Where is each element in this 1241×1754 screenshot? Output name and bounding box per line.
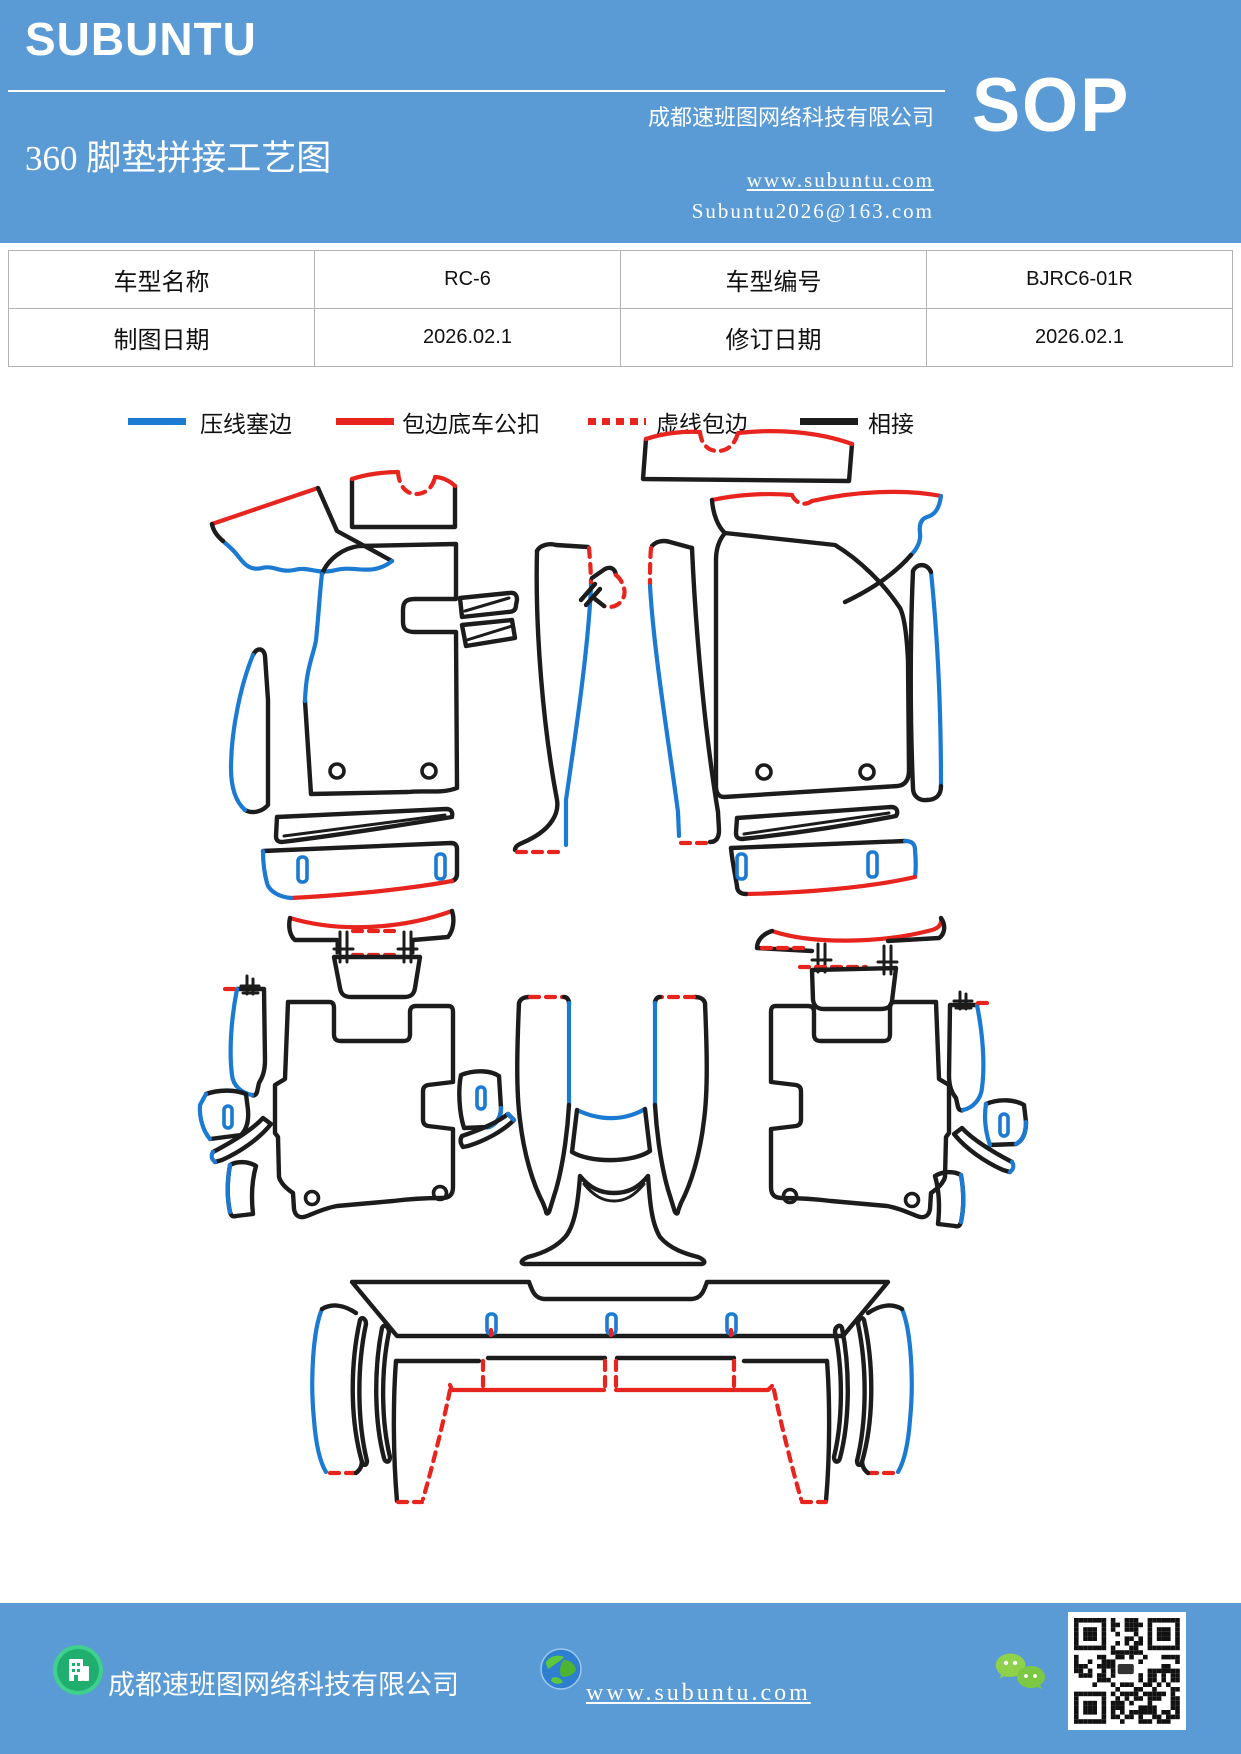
legend-label-male-buckle: 包边底车公扣: [402, 412, 540, 437]
draw-date-value: 2026.02.1: [423, 326, 512, 348]
seat-rail-right: [754, 915, 947, 1012]
footer-website-link[interactable]: www.subuntu.com: [586, 1680, 811, 1706]
model-name-value: RC-6: [444, 268, 491, 290]
legend-label-join: 相接: [868, 412, 914, 437]
model-code-value: BJRC6-01R: [1026, 268, 1133, 290]
rear-left-mat-group: [197, 974, 517, 1220]
footer-company-name: 成都速班图网络科技有限公司: [108, 1670, 459, 1700]
sop-badge: SOP: [972, 63, 1131, 148]
seat-rail-left: [287, 908, 456, 1000]
draw-date-label-cell: 制图日期: [8, 308, 315, 367]
rear-right-mat-group: [768, 990, 1029, 1229]
table-row: 制图日期 2026.02.1 修订日期 2026.02.1: [8, 308, 1233, 367]
header-contact-block: 成都速班图网络科技有限公司 www.subuntu.com Subuntu202…: [648, 100, 934, 224]
company-name: 成都速班图网络科技有限公司: [647, 105, 934, 130]
front-right-mat-group: [640, 429, 944, 846]
building-icon: [53, 1645, 103, 1695]
legend-swatch-join: [800, 418, 858, 425]
model-name-label-cell: 车型名称: [8, 250, 315, 309]
email-text: Subuntu2026@163.com: [691, 199, 934, 223]
page-title: 360 脚垫拼接工艺图: [25, 139, 332, 178]
model-name-value-cell: RC-6: [314, 250, 621, 309]
wechat-icon: [995, 1653, 1045, 1689]
center-tunnel-group: [515, 994, 709, 1267]
info-table: 车型名称 RC-6 车型编号 BJRC6-01R 制图日期 2026.02.1 …: [8, 250, 1233, 367]
header-divider: [8, 90, 945, 92]
model-code-label: 车型编号: [725, 270, 822, 296]
sill-bars-right: [728, 804, 918, 897]
revise-date-label: 修订日期: [725, 328, 822, 354]
revise-date-value: 2026.02.1: [1035, 326, 1124, 348]
trunk-mat-group: [310, 1279, 914, 1505]
legend-swatch-dashed-wrap: [588, 418, 646, 425]
revise-date-label-cell: 修订日期: [620, 308, 927, 367]
globe-icon: [540, 1648, 582, 1690]
model-name-label: 车型名称: [113, 270, 210, 296]
header: SUBUNTU 360 脚垫拼接工艺图 成都速班图网络科技有限公司 www.su…: [0, 0, 1241, 243]
table-row: 车型名称 RC-6 车型编号 BJRC6-01R: [8, 250, 1233, 309]
qr-code: [1068, 1612, 1186, 1730]
front-left-mat-group: [209, 469, 627, 855]
model-code-label-cell: 车型编号: [620, 250, 927, 309]
draw-date-label: 制图日期: [113, 328, 210, 354]
draw-date-value-cell: 2026.02.1: [314, 308, 621, 367]
legend-label-press-edge: 压线塞边: [200, 412, 292, 437]
model-code-value-cell: BJRC6-01R: [926, 250, 1233, 309]
revise-date-value-cell: 2026.02.1: [926, 308, 1233, 367]
legend-swatch-male-buckle: [336, 418, 394, 425]
website-link[interactable]: www.subuntu.com: [746, 168, 934, 192]
brand-logo: SUBUNTU: [25, 13, 257, 65]
legend-swatch-press-edge: [128, 418, 186, 425]
sill-bars-left: [260, 806, 460, 901]
